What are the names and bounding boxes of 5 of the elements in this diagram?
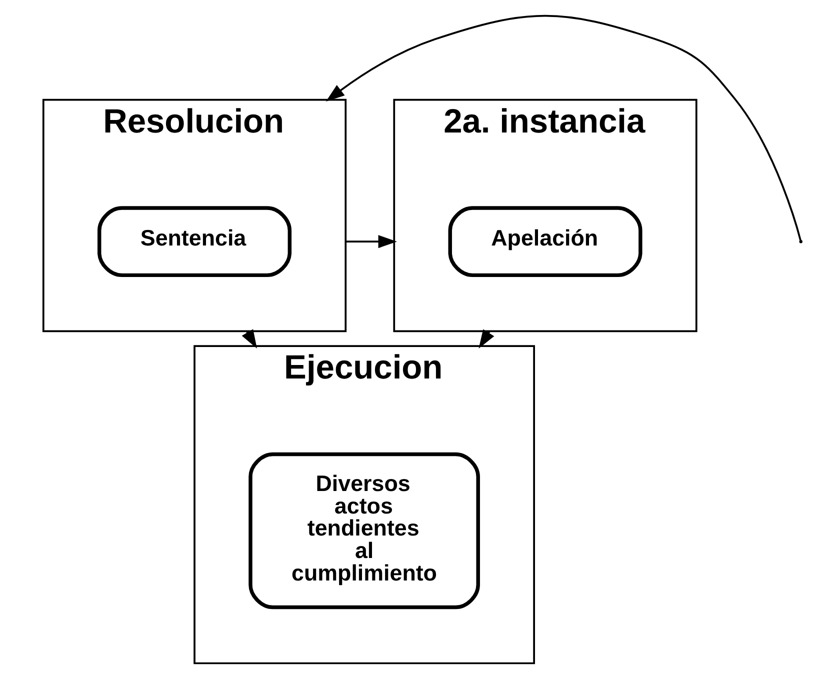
arrow [325, 15, 801, 241]
node-box: Diversos actos tendientes al cumplimiento [248, 452, 480, 610]
node-box: Apelación [448, 206, 642, 278]
arrow [345, 235, 396, 248]
node-box: Sentencia [97, 206, 292, 278]
